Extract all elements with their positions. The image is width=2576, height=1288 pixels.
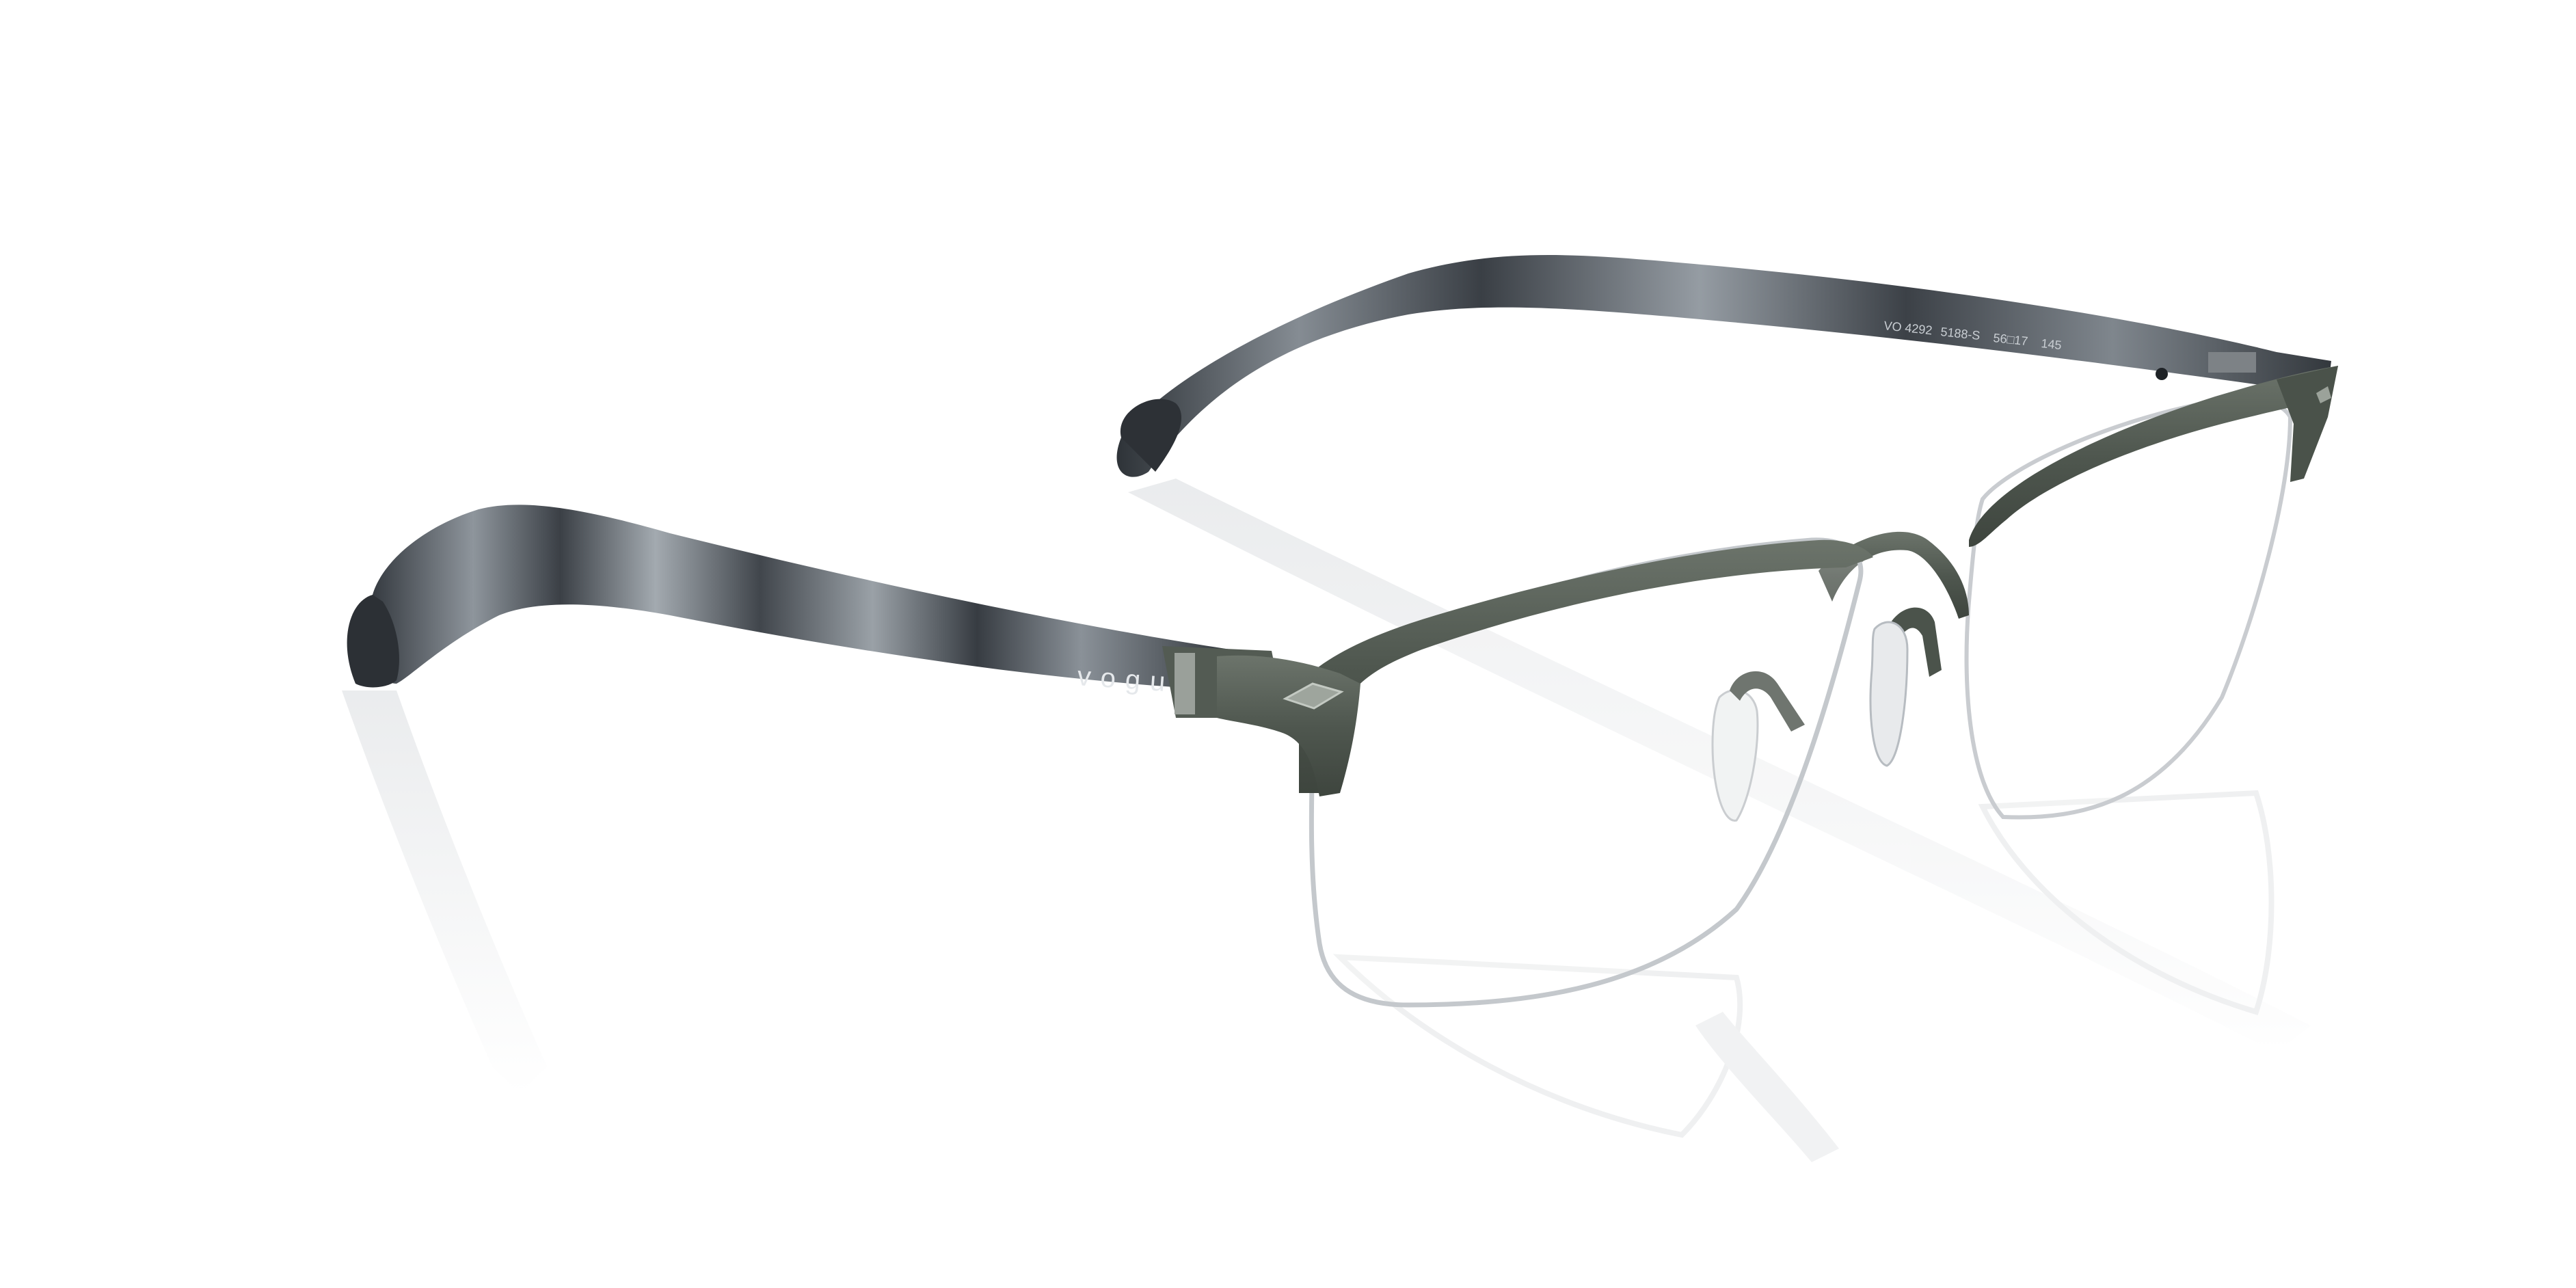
near-endpiece (1217, 655, 1360, 796)
diamond-accent-icon (1283, 682, 1344, 710)
inscription-temple-length: 145 (2041, 336, 2063, 352)
bridge (1711, 531, 1969, 822)
near-temple: vogue (347, 505, 1285, 718)
nose-pad-left (1711, 689, 1759, 822)
near-lens (1299, 537, 1873, 1008)
far-lens (1964, 366, 2338, 820)
nose-pad-right (1869, 621, 1909, 767)
far-temple: VO 4292 5188-S 56□17 145 (1116, 255, 2331, 477)
